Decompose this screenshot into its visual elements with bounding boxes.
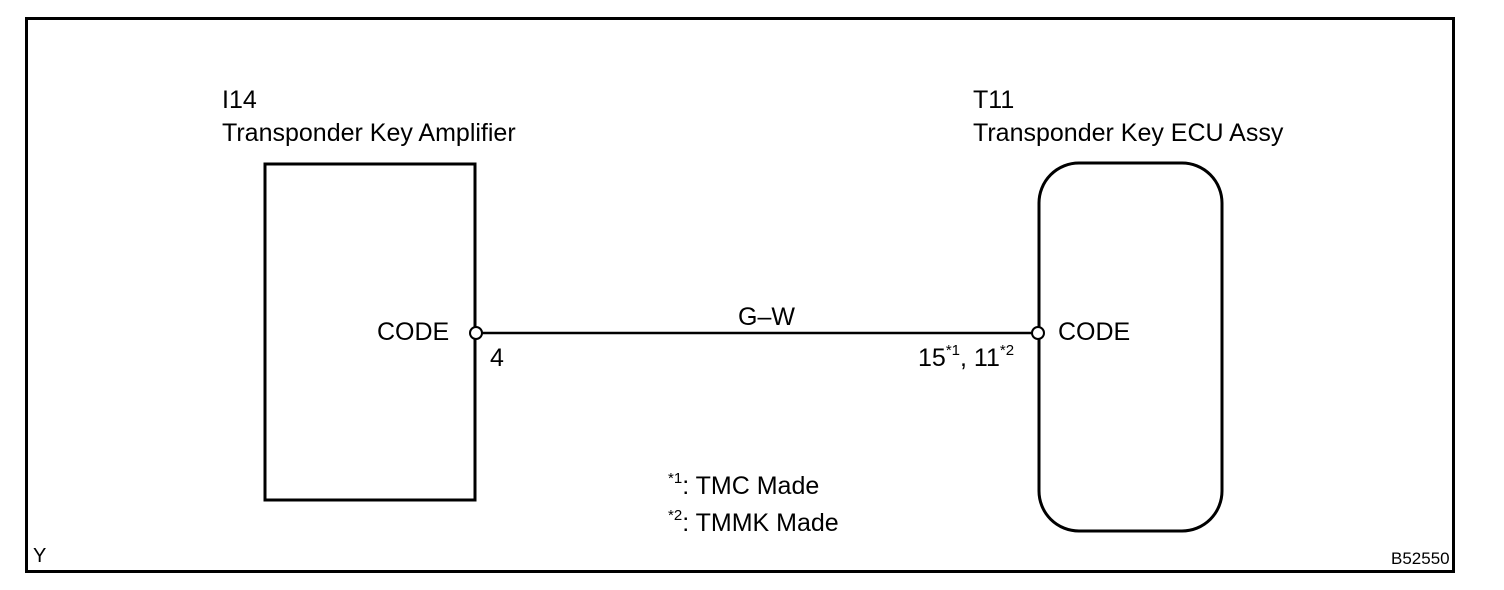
- amplifier-name: Transponder Key Amplifier: [222, 119, 516, 147]
- amplifier-pin-number: 4: [490, 344, 504, 372]
- ecu-id: T11: [973, 86, 1015, 114]
- ecu-terminal-connector: [1031, 326, 1045, 340]
- transponder-key-ecu-box: [1037, 161, 1224, 533]
- ecu-name: Transponder Key ECU Assy: [973, 119, 1284, 147]
- amplifier-terminal-label: CODE: [377, 318, 450, 346]
- corner-letter: Y: [33, 545, 47, 567]
- ecu-pin-numbers: 15*1, 11*2: [918, 343, 1014, 372]
- ecu-pin-separator: ,: [960, 344, 974, 372]
- ecu-terminal-label: CODE: [1058, 318, 1131, 346]
- note-2: *2: TMMK Made: [668, 508, 839, 537]
- note-1-mark: *1: [668, 470, 683, 487]
- note-1-text: : TMC Made: [682, 472, 820, 500]
- diagram-frame: [25, 17, 1455, 573]
- ecu-pin-b-note: *2: [999, 342, 1015, 359]
- note-2-mark: *2: [668, 507, 683, 524]
- ecu-pin-a-note: *1: [945, 342, 960, 359]
- ecu-pin-a: 15: [918, 344, 946, 372]
- wire-color-code: G–W: [738, 303, 795, 331]
- amplifier-terminal-connector: [469, 326, 483, 340]
- note-1: *1: TMC Made: [668, 471, 820, 500]
- note-2-text: : TMMK Made: [682, 509, 839, 537]
- amplifier-id: I14: [222, 86, 257, 114]
- ecu-pin-b: 11: [973, 344, 1000, 372]
- figure-code: B52550: [1391, 549, 1450, 568]
